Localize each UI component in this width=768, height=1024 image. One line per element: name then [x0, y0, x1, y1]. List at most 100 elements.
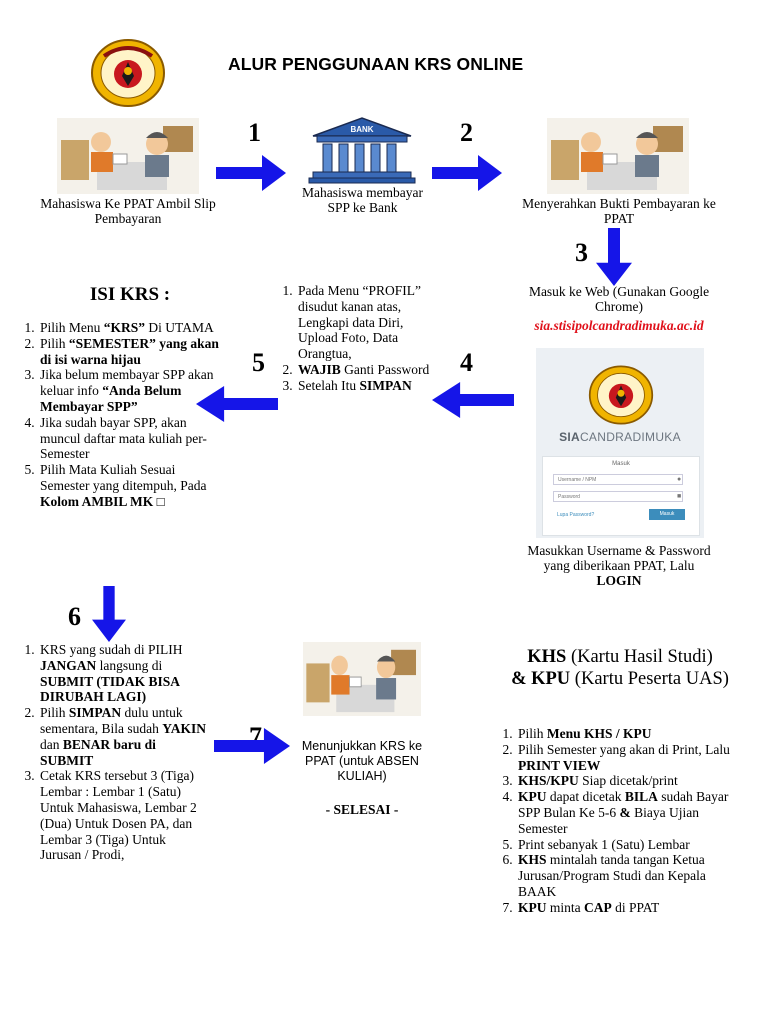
- profil-item-1: Pada Menu “PROFIL” disudut kanan atas, L…: [296, 283, 432, 362]
- krs-s1-a: KRS yang sudah di PILIH: [40, 642, 183, 657]
- krs-submit-item-1: KRS yang sudah di PILIH JANGAN langsung …: [38, 642, 210, 705]
- isi-krs-heading: ISI KRS :: [89, 284, 171, 305]
- step-number-3: 3: [575, 238, 588, 267]
- username-input[interactable]: [553, 474, 683, 485]
- caption-login-line2: yang diberikaan PPAT, Lalu: [543, 558, 695, 573]
- khs-7-a: minta: [546, 899, 584, 915]
- profil-list: Pada Menu “PROFIL” disudut kanan atas, L…: [272, 283, 432, 394]
- khs-7-c: di PPAT: [611, 899, 660, 915]
- ppat-office-illustration-2: [547, 118, 689, 194]
- caption-login-line1: Masukkan Username & Password: [527, 543, 711, 558]
- user-icon: ●: [677, 475, 682, 483]
- isi-krs-4: Jika sudah bayar SPP, akan muncul daftar…: [40, 414, 207, 462]
- isi-krs-2-a: Pilih: [40, 335, 69, 351]
- khs-item-2: Pilih Semester yang akan di Print, Lalu …: [516, 742, 730, 774]
- khs-heading-rest-1: (Kartu Hasil Studi): [566, 647, 713, 667]
- khs-1-b: Menu KHS / KPU: [546, 726, 652, 741]
- khs-item-7: KPU minta CAP di PPAT: [516, 900, 730, 916]
- krs-s3: Cetak KRS tersebut 3 (Tiga) Lembar : Lem…: [40, 768, 197, 863]
- isi-krs-item-3: Jika belum membayar SPP akan keluar info…: [38, 367, 226, 414]
- khs-4-a: dapat dicetak: [546, 789, 625, 805]
- password-input[interactable]: [553, 491, 683, 502]
- step-number-4: 4: [460, 348, 473, 377]
- sia-brand-rest: CANDRADIMUKA: [579, 430, 681, 444]
- caption-ppat-slip: Mahasiswa Ke PPAT Ambil Slip Pembayaran: [40, 196, 216, 226]
- profil-item-2: WAJIB Ganti Password: [296, 362, 432, 378]
- khs-item-4: KPU dapat dicetak BILA sudah Bayar SPP B…: [516, 789, 730, 836]
- khs-heading-rest-2: (Kartu Peserta UAS): [570, 669, 729, 689]
- step-arrow-7: [214, 728, 290, 764]
- step-number-2: 2: [460, 118, 473, 147]
- khs-heading-bold-1: KHS: [527, 647, 567, 667]
- khs-list: Pilih Menu KHS / KPU Pilih Semester yang…: [492, 726, 730, 916]
- step-arrow-6: [92, 586, 126, 642]
- selesai-label: - SELESAI -: [325, 802, 399, 817]
- isi-krs-3-b: “Anda Belum Membayar SPP”: [40, 383, 182, 414]
- krs-s1-d: SUBMIT (TIDAK BISA DIRUBAH LAGI): [40, 673, 180, 705]
- khs-3-a: Siap dicetak/print: [578, 773, 678, 789]
- login-submit-button[interactable]: Masuk: [649, 509, 685, 520]
- profil-item-3: Setelah Itu SIMPAN: [296, 378, 432, 394]
- step-number-6: 6: [68, 602, 81, 631]
- khs-7-b1: KPU: [518, 899, 547, 915]
- khs-7-b2: CAP: [584, 899, 612, 915]
- step-arrow-3: [596, 228, 632, 286]
- step-arrow-1: [214, 155, 288, 191]
- profil-item-3-bold: SIMPAN: [359, 377, 412, 393]
- krs-submit-item-3: Cetak KRS tersebut 3 (Tiga) Lembar : Lem…: [38, 768, 210, 863]
- khs-4-b2: BILA: [624, 789, 658, 805]
- sia-url-link[interactable]: sia.stisipolcandradimuka.ac.id: [534, 318, 704, 333]
- khs-1-a: Pilih: [518, 726, 547, 741]
- lock-icon: ■: [677, 492, 682, 500]
- krs-submit-list: KRS yang sudah di PILIH JANGAN langsung …: [14, 642, 210, 863]
- bank-sign-label: BANK: [350, 125, 374, 134]
- krs-s2-f: BENAR baru di SUBMIT: [40, 736, 156, 768]
- caption-bukti: Menyerahkan Bukti Pembayaran ke PPAT: [522, 196, 716, 226]
- university-logo: [90, 38, 166, 108]
- isi-krs-3-a: Jika belum membayar SPP akan keluar info: [40, 367, 214, 399]
- khs-5: Print sebanyak 1 (Satu) Lembar: [518, 836, 690, 852]
- isi-krs-item-2: Pilih “SEMESTER” yang akan di isi warna …: [38, 336, 226, 368]
- khs-6-a: mintalah tanda tangan Ketua Jurusan/Prog…: [518, 852, 706, 899]
- sia-brand-bold: SIA: [559, 430, 580, 444]
- khs-item-5: Print sebanyak 1 (Satu) Lembar: [516, 837, 730, 853]
- khs-4-d: Biaya Ujian Semester: [518, 804, 699, 836]
- ppat-office-illustration-3: [303, 642, 421, 716]
- khs-item-6: KHS mintalah tanda tangan Ketua Jurusan/…: [516, 852, 730, 899]
- caption-web: Masuk ke Web (Gunakan Google Chrome): [528, 284, 710, 314]
- isi-krs-item-4: Jika sudah bayar SPP, akan muncul daftar…: [38, 415, 226, 462]
- krs-s2-a: Pilih: [40, 705, 69, 721]
- krs-s2-e: dan: [40, 736, 63, 752]
- isi-krs-1-c: Di UTAMA: [145, 320, 214, 335]
- login-form-title: Masuk: [612, 461, 630, 467]
- khs-2-b: PRINT VIEW: [518, 757, 601, 773]
- isi-krs-1-b: “KRS”: [103, 320, 146, 335]
- profil-item-2-text: Ganti Password: [340, 361, 430, 377]
- caption-absen: Menunjukkan KRS ke PPAT (untuk ABSEN KUL…: [301, 739, 423, 783]
- isi-krs-2-b: “SEMESTER” yang akan di isi warna hijau: [40, 335, 219, 367]
- khs-3-b: KHS/KPU: [518, 773, 579, 789]
- isi-krs-item-5: Pilih Mata Kuliah Sesuai Semester yang d…: [38, 462, 226, 509]
- isi-krs-list: Pilih Menu “KRS” Di UTAMA Pilih “SEMESTE…: [14, 320, 226, 510]
- khs-item-1: Pilih Menu KHS / KPU: [516, 726, 730, 742]
- krs-s1-b: JANGAN: [40, 657, 97, 673]
- krs-submit-item-2: Pilih SIMPAN dulu untuk sementara, Bila …: [38, 705, 210, 768]
- isi-krs-5-b: Kolom AMBIL MK □: [40, 493, 165, 509]
- login-form: Masuk ● ■ Lupa Password? Masuk: [542, 456, 700, 536]
- khs-4-b1: KPU: [518, 789, 547, 805]
- ppat-office-illustration: [57, 118, 199, 194]
- step-number-5: 5: [252, 348, 265, 377]
- khs-4-b3: &: [619, 804, 631, 820]
- isi-krs-1-a: Pilih Menu: [40, 320, 104, 335]
- khs-4-c: sudah Bayar SPP Bulan Ke 5-6: [518, 789, 729, 820]
- sia-brand: SIACANDRADIMUKA: [536, 430, 704, 444]
- krs-s2-b: SIMPAN: [68, 705, 122, 721]
- khs-heading-bold-2: & KPU: [511, 669, 571, 689]
- khs-item-3: KHS/KPU Siap dicetak/print: [516, 773, 730, 789]
- forgot-password-link[interactable]: Lupa Password?: [557, 512, 595, 518]
- login-page-screenshot: SIACANDRADIMUKA Masuk ● ■ Lupa Password?…: [536, 348, 704, 538]
- step-arrow-2: [430, 155, 504, 191]
- bank-illustration: BANK: [305, 116, 420, 184]
- caption-login-bold: LOGIN: [596, 573, 642, 588]
- step-arrow-4: [432, 382, 514, 418]
